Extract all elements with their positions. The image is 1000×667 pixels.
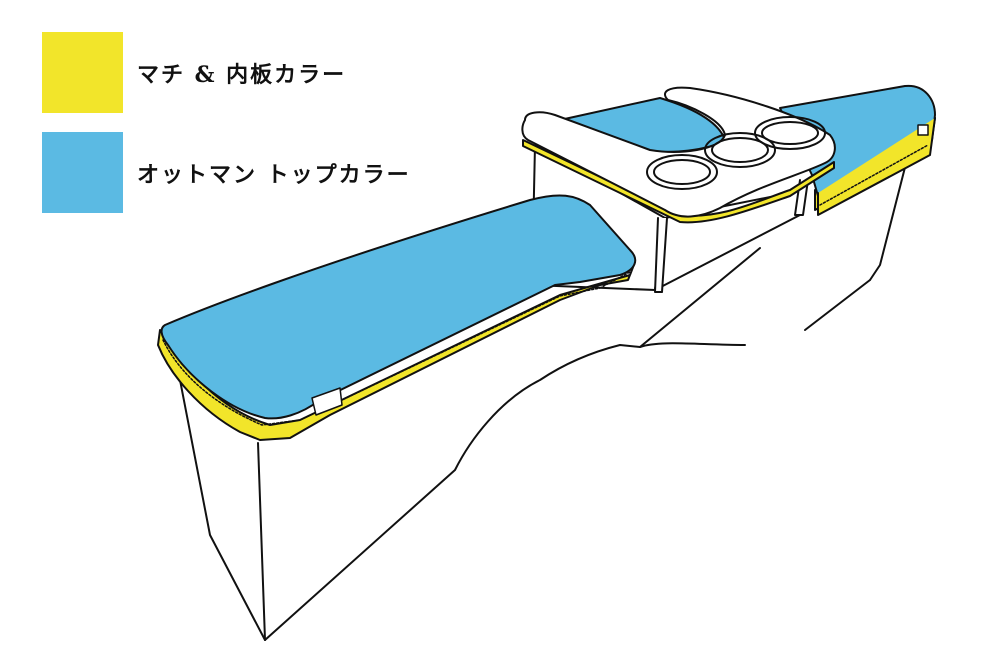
legend-label: オットマン トップカラー bbox=[137, 161, 411, 188]
legend-item-top-color: オットマン トップカラー bbox=[42, 132, 411, 213]
legend-label: マチ & 内板カラー bbox=[137, 61, 347, 88]
legend-item-side-color: マチ & 内板カラー bbox=[42, 32, 346, 113]
blue-swatch bbox=[42, 132, 123, 213]
left-cushion bbox=[157, 194, 637, 441]
yellow-swatch bbox=[42, 32, 123, 113]
console-body bbox=[179, 135, 913, 641]
right-cushion bbox=[779, 84, 936, 216]
cup-holders bbox=[646, 116, 826, 190]
